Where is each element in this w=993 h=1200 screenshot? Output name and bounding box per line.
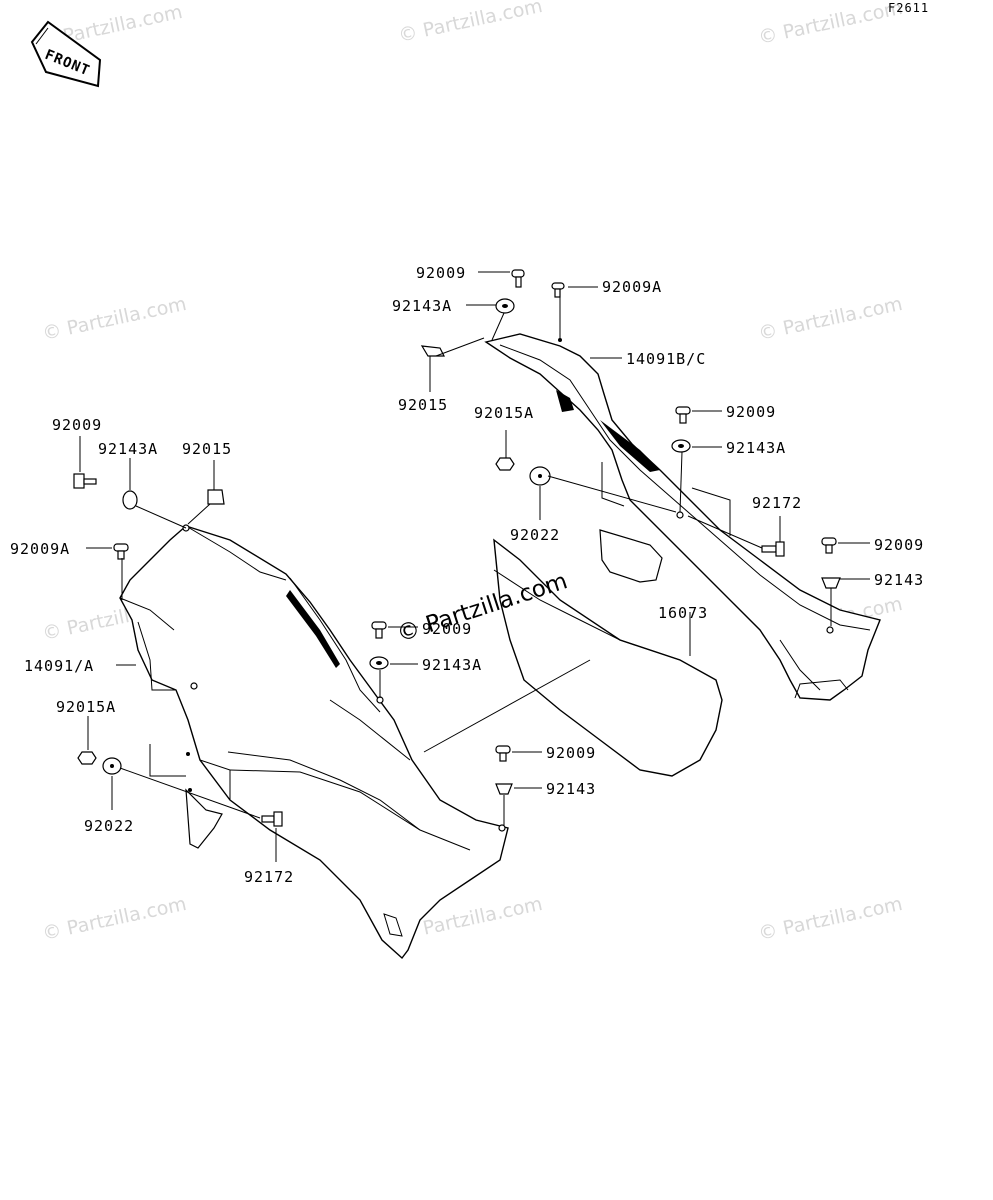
watermark: © Partzilla.com <box>40 893 188 945</box>
screw-icon <box>495 745 511 762</box>
label-92015: 92015 <box>398 396 448 414</box>
bolt-icon <box>261 811 283 827</box>
grommet-icon <box>495 783 513 795</box>
watermark: © Partzilla.com <box>756 293 904 345</box>
screw-icon <box>511 269 525 288</box>
washer-icon <box>671 439 691 453</box>
label-92022: 92022 <box>510 526 560 544</box>
hardware-layer <box>73 269 841 827</box>
label-92009: 92009 <box>422 620 472 638</box>
label-92009a: 92009A <box>602 278 662 296</box>
label-92015a: 92015A <box>474 404 534 422</box>
label-92172: 92172 <box>244 868 294 886</box>
label-92143a: 92143A <box>726 439 786 457</box>
label-92009: 92009 <box>726 403 776 421</box>
watermark: © Partzilla.com <box>40 293 188 345</box>
leader-lines <box>79 271 870 862</box>
label-92009a: 92009A <box>10 540 70 558</box>
part-labels: 92009 92009A 92143A 14091B/C 92015 92015… <box>10 264 924 886</box>
screw-icon <box>821 537 837 554</box>
screw-icon <box>675 406 691 424</box>
washer-icon <box>495 298 515 314</box>
grommet-icon <box>821 577 841 589</box>
label-92015a: 92015A <box>56 698 116 716</box>
nut-icon <box>77 751 97 765</box>
screw-icon <box>371 621 387 639</box>
bolt-icon <box>73 473 97 489</box>
watermark-layer: © Partzilla.com © Partzilla.com © Partzi… <box>36 0 904 945</box>
right-side-cover <box>484 333 881 701</box>
center-panel <box>493 538 723 777</box>
washer-icon <box>529 466 551 486</box>
bolt-icon <box>761 541 785 557</box>
label-92143a: 92143A <box>422 656 482 674</box>
nut-icon <box>495 457 515 471</box>
watermark: © Partzilla.com <box>756 893 904 945</box>
label-92009: 92009 <box>52 416 102 434</box>
diagram-code: F2611 <box>888 1 929 15</box>
label-92143: 92143 <box>874 571 924 589</box>
label-16073: 16073 <box>658 604 708 622</box>
label-92172: 92172 <box>752 494 802 512</box>
label-92022: 92022 <box>84 817 134 835</box>
label-14091bc: 14091B/C <box>626 350 706 368</box>
clip-nut-icon <box>420 345 445 357</box>
label-92009: 92009 <box>874 536 924 554</box>
label-14091a: 14091/A <box>24 657 94 675</box>
left-side-cover <box>119 524 509 960</box>
watermark: © Partzilla.com <box>396 0 544 47</box>
washer-icon <box>369 656 389 670</box>
clip-nut-icon <box>207 489 225 505</box>
front-arrow-badge: FRONT <box>30 20 102 88</box>
label-92009: 92009 <box>546 744 596 762</box>
label-92143: 92143 <box>546 780 596 798</box>
label-92143a: 92143A <box>98 440 158 458</box>
watermark: © Partzilla.com <box>756 0 904 49</box>
label-92143a: 92143A <box>392 297 452 315</box>
label-92015: 92015 <box>182 440 232 458</box>
label-92009: 92009 <box>416 264 466 282</box>
washer-icon <box>102 757 122 775</box>
screw-icon <box>113 543 129 560</box>
washer-icon <box>122 490 138 510</box>
screw-icon <box>551 282 565 298</box>
